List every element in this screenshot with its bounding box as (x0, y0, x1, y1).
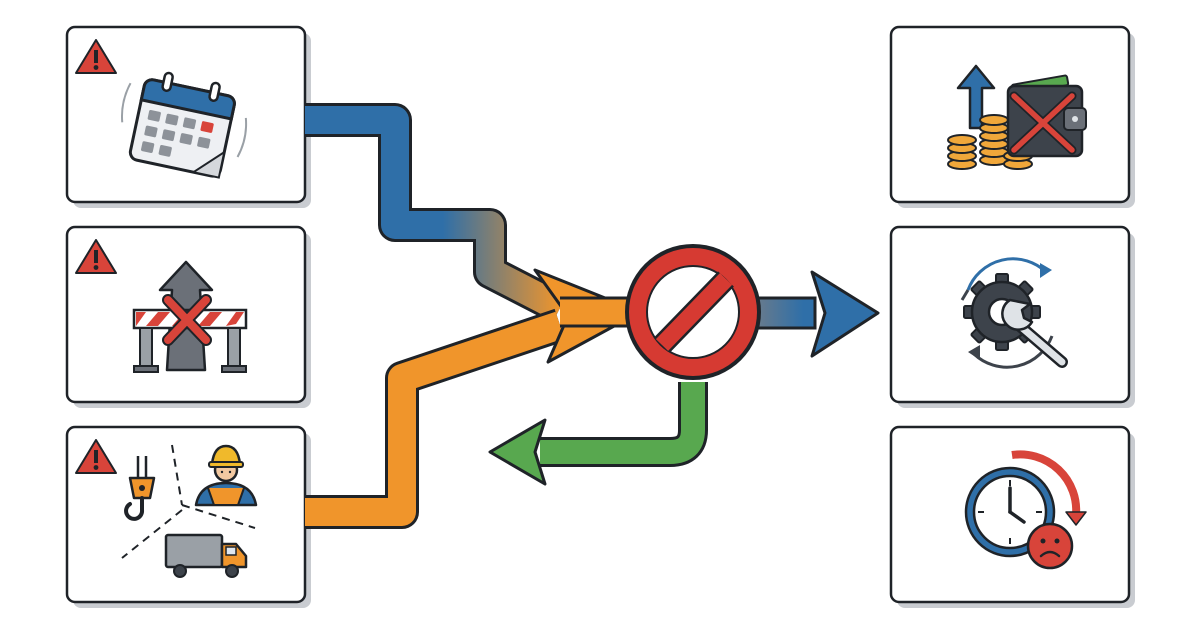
output-arrow (743, 270, 880, 358)
return-arrow (488, 382, 708, 486)
flow-path-top (305, 103, 568, 324)
warning-icon (75, 39, 117, 74)
worker-icon (194, 444, 258, 507)
flow-path-bottom (305, 308, 566, 529)
clock-delay-icon (964, 450, 1087, 570)
no-entry-icon (625, 244, 761, 380)
crane-worker-truck-icon (121, 444, 258, 578)
wrench-icon (1001, 298, 1068, 368)
warning-icon (75, 239, 117, 274)
sad-face-icon (1026, 522, 1074, 570)
crane-hook-icon (124, 456, 156, 521)
calendar-icon (120, 71, 248, 179)
road-closure-icon (132, 260, 248, 373)
truck-icon (164, 533, 248, 578)
warning-icon (75, 439, 117, 474)
maintenance-gear-icon (960, 257, 1068, 369)
money-loss-icon (947, 64, 1087, 170)
